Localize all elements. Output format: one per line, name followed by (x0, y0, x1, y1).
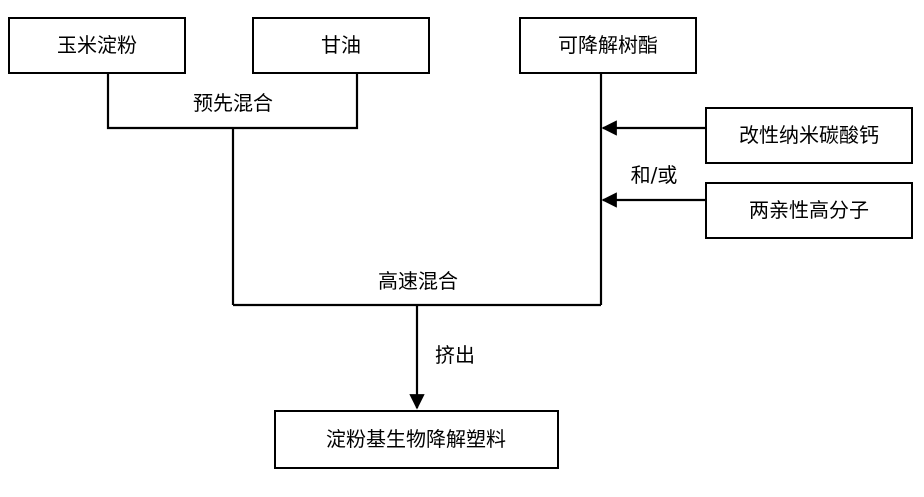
node-modified-nano-caco3: 改性纳米碳酸钙 (705, 107, 913, 164)
extrusion-label: 挤出 (435, 343, 475, 367)
connectors (106, 73, 706, 410)
and-or-label: 和/或 (631, 163, 678, 187)
node-product-label: 淀粉基生物降解塑料 (326, 427, 506, 451)
high-speed-mix-label: 高速混合 (378, 269, 458, 293)
node-amphiphilic-polymer-label: 两亲性高分子 (749, 198, 869, 222)
node-glycerol: 甘油 (252, 17, 430, 74)
node-degradable-resin-label: 可降解树酯 (558, 33, 658, 57)
premix-label: 预先混合 (193, 91, 273, 115)
node-modified-nano-caco3-label: 改性纳米碳酸钙 (739, 123, 879, 147)
node-corn-starch-label: 玉米淀粉 (57, 33, 137, 57)
node-degradable-resin: 可降解树酯 (519, 17, 697, 74)
node-corn-starch: 玉米淀粉 (8, 17, 186, 74)
node-glycerol-label: 甘油 (321, 33, 361, 57)
node-product: 淀粉基生物降解塑料 (274, 410, 559, 469)
node-amphiphilic-polymer: 两亲性高分子 (705, 182, 913, 239)
